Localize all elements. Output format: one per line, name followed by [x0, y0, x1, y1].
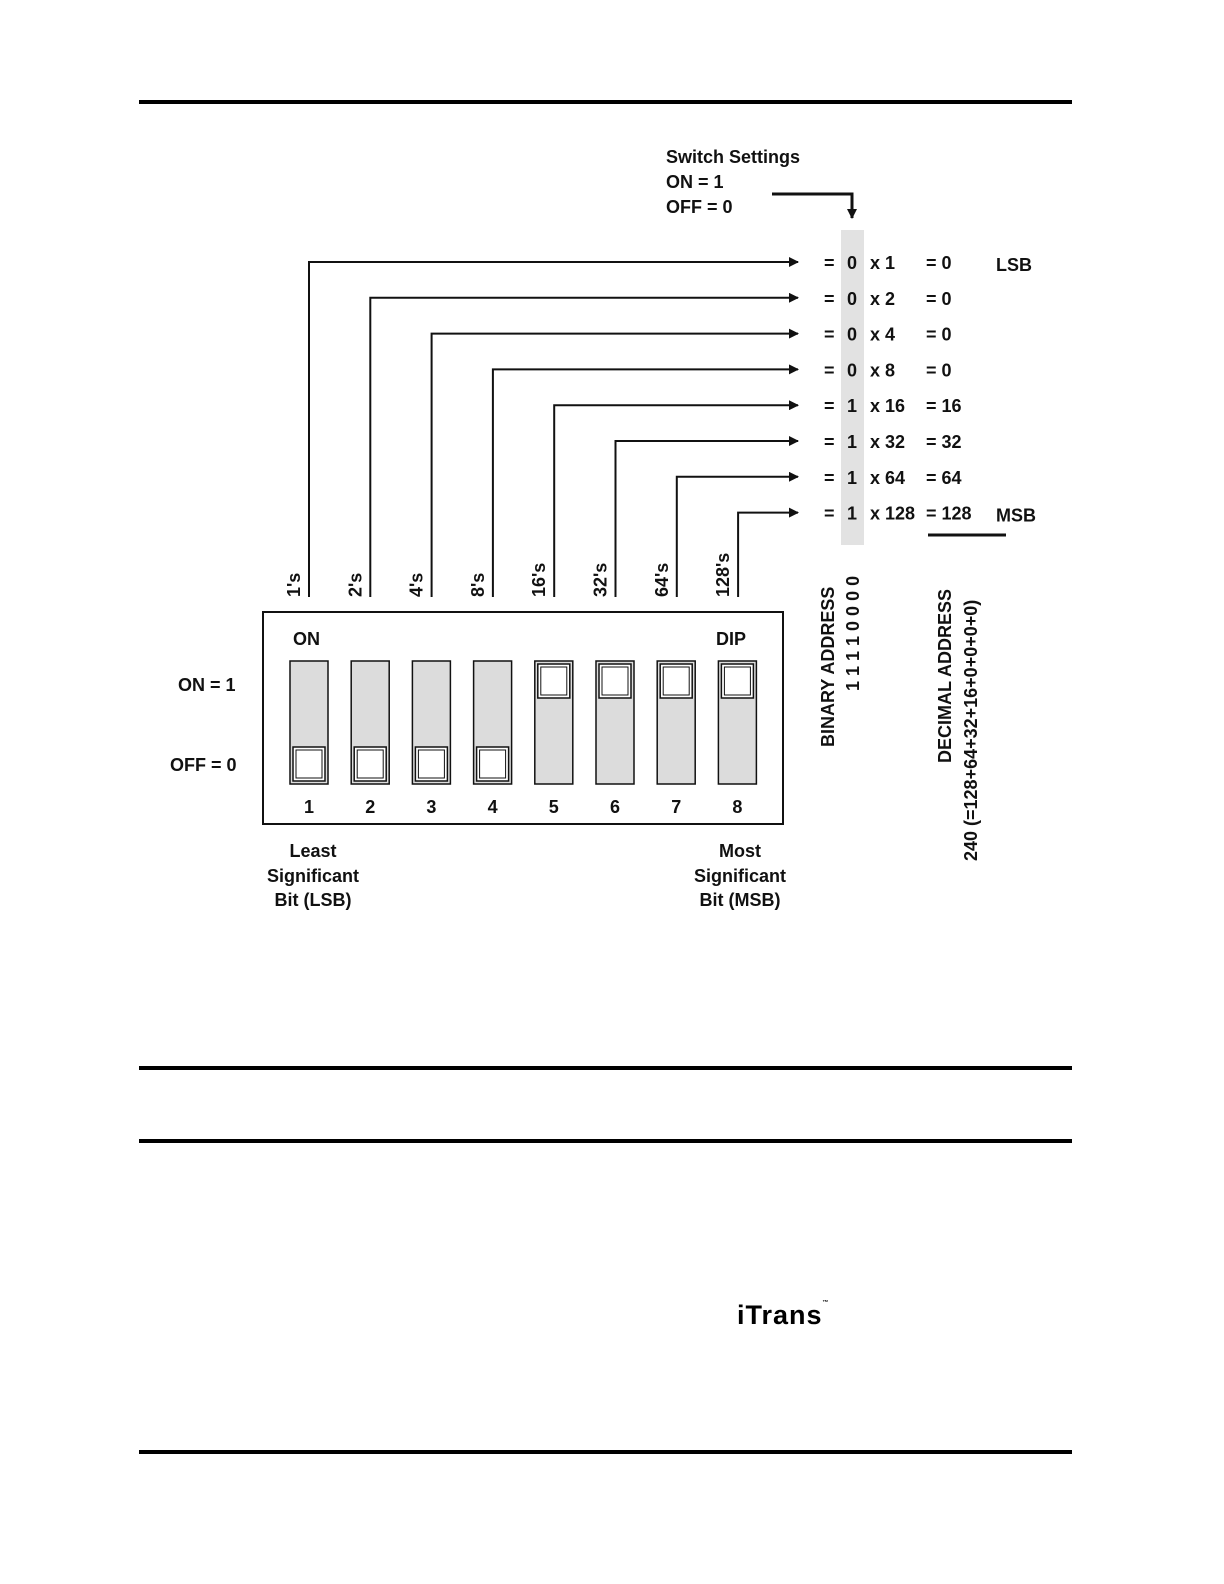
column-weight-label: 32's [591, 563, 611, 597]
column-weight-label: 128's [713, 553, 733, 597]
row-result: = 0 [926, 289, 952, 309]
switch-knob-inner [723, 666, 751, 696]
middle-rule-upper [139, 1066, 1072, 1070]
top-rule [139, 100, 1072, 104]
switch-knob-inner [417, 749, 445, 779]
bit-connector-line [308, 257, 799, 597]
binary-address-value: 1 1 1 1 0 0 0 0 [843, 576, 863, 691]
bit-highlight-column [841, 230, 864, 545]
switch-number: 5 [549, 797, 559, 817]
switch-knob-inner [479, 749, 507, 779]
row-result: = 16 [926, 396, 962, 416]
row-result: = 0 [926, 253, 952, 273]
middle-rule-lower [139, 1139, 1072, 1143]
bit-connector-line [430, 328, 799, 597]
row-result: = 0 [926, 360, 952, 380]
decimal-address-value: 240 (=128+64+32+16+0+0+0+0) [961, 600, 981, 861]
row-result: = 0 [926, 325, 952, 345]
binary-address-label: BINARY ADDRESS [818, 587, 838, 747]
row-significance-tag: MSB [996, 506, 1036, 526]
row-bit-value: 0 [847, 325, 857, 345]
side-label-on: ON = 1 [178, 675, 236, 695]
row-multiplier: x 8 [870, 360, 895, 380]
row-multiplier: x 128 [870, 504, 915, 524]
row-multiplier: x 32 [870, 432, 905, 452]
bit-connector-line [737, 507, 799, 597]
column-weight-label: 16's [529, 563, 549, 597]
settings-arrow [772, 192, 857, 219]
switch-number: 3 [426, 797, 436, 817]
bit-lines [308, 257, 799, 597]
column-labels: 1's 2's 4's 8's 16's 32's 64's 128's [284, 553, 733, 597]
column-weight-label: 8's [468, 573, 488, 597]
bit-connector-line [491, 364, 799, 597]
switch-knob-inner [601, 666, 629, 696]
row-bit-value: 1 [847, 432, 857, 452]
bit-connector-line [553, 400, 799, 597]
switch-number: 1 [304, 797, 314, 817]
switch-knob-inner [662, 666, 690, 696]
bit-rows: = 0 x 1 = 0 LSB = 0 x 2 = 0 = 0 x 4 = 0 = 0 x 8 = 0 = 1 x 1… [824, 253, 1036, 526]
row-result: = 32 [926, 432, 962, 452]
switch-number: 8 [732, 797, 742, 817]
switch-number: 2 [365, 797, 375, 817]
row-bit-value: 1 [847, 504, 857, 524]
switch-knob-inner [540, 666, 568, 696]
msb-caption-line-2: Significant [694, 866, 786, 886]
row-multiplier: x 16 [870, 396, 905, 416]
row-result: = 64 [926, 468, 962, 488]
switch-knob-inner [356, 749, 384, 779]
msb-caption-line-1: Most [719, 841, 761, 861]
side-label-off: OFF = 0 [170, 755, 237, 775]
row-multiplier: x 64 [870, 468, 905, 488]
row-result: = 128 [926, 504, 972, 524]
dip-label: DIP [716, 629, 746, 649]
bottom-rule [139, 1450, 1072, 1454]
bit-connector-line [675, 471, 799, 597]
switch-number: 6 [610, 797, 620, 817]
logo-text: iTrans [737, 1300, 823, 1330]
row-multiplier: x 2 [870, 289, 895, 309]
column-weight-label: 64's [652, 563, 672, 597]
lsb-caption-line-1: Least [289, 841, 336, 861]
msb-caption-line-3: Bit (MSB) [700, 890, 781, 910]
itrans-logo: iTrans™ [737, 1300, 829, 1331]
switches: 1 2 3 4 5 6 7 8 [289, 660, 758, 817]
dip-switch-box [262, 611, 784, 825]
row-equals: = [824, 253, 835, 273]
row-equals: = [824, 396, 835, 416]
switch-number: 4 [488, 797, 498, 817]
row-equals: = [824, 432, 835, 452]
lsb-caption-line-3: Bit (LSB) [275, 890, 352, 910]
row-multiplier: x 1 [870, 253, 895, 273]
decimal-address-label: DECIMAL ADDRESS [935, 589, 955, 763]
row-equals: = [824, 325, 835, 345]
switch-knob-inner [295, 749, 323, 779]
column-weight-label: 1's [284, 573, 304, 597]
bit-connector-line [614, 436, 799, 597]
switch-settings-on: ON = 1 [666, 172, 724, 192]
lsb-caption-line-2: Significant [267, 866, 359, 886]
row-bit-value: 1 [847, 396, 857, 416]
row-equals: = [824, 289, 835, 309]
switch-number: 7 [671, 797, 681, 817]
bit-connector-line [369, 292, 799, 597]
row-equals: = [824, 504, 835, 524]
switch-settings-title: Switch Settings [666, 147, 800, 167]
row-bit-value: 0 [847, 289, 857, 309]
logo-trademark: ™ [822, 1300, 829, 1306]
row-bit-value: 0 [847, 360, 857, 380]
column-weight-label: 4's [407, 573, 427, 597]
row-bit-value: 1 [847, 468, 857, 488]
row-equals: = [824, 468, 835, 488]
switch-settings-off: OFF = 0 [666, 197, 733, 217]
row-multiplier: x 4 [870, 325, 895, 345]
row-equals: = [824, 360, 835, 380]
dip-on-label: ON [293, 629, 320, 649]
row-bit-value: 0 [847, 253, 857, 273]
column-weight-label: 2's [345, 573, 365, 597]
row-significance-tag: LSB [996, 255, 1032, 275]
